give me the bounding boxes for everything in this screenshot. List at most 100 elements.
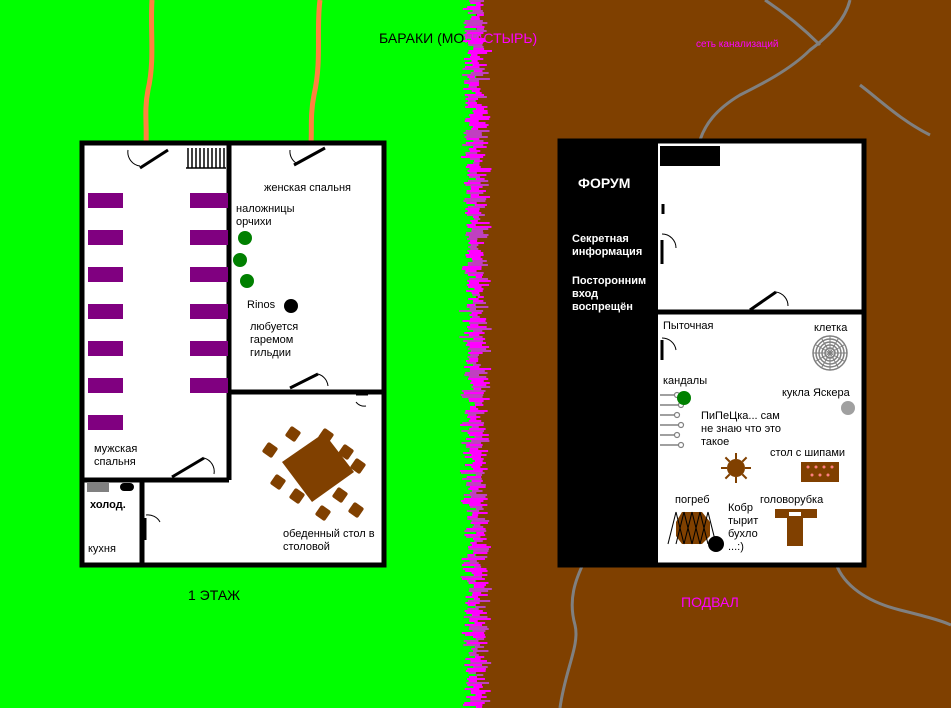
fuzz-strip <box>465 270 477 272</box>
bed-right <box>190 378 228 393</box>
chair <box>332 487 348 503</box>
fuzz-strip <box>471 572 483 574</box>
title-part-2: НАСТЫРЬ) <box>464 30 538 46</box>
fuzz-strip <box>459 310 484 312</box>
fuzz-strip <box>462 8 481 10</box>
cobra-label: Кобр тырит бухло ...:) <box>728 502 759 553</box>
bed-left <box>88 267 123 282</box>
fuzz-strip <box>460 576 482 578</box>
fuzz-strip <box>466 696 487 698</box>
fuzz-strip <box>462 568 487 570</box>
fuzz-strip <box>464 36 479 38</box>
fuzz-strip <box>467 100 476 102</box>
fuzz-strip <box>465 372 488 374</box>
fuzz-strip <box>474 656 485 658</box>
bed-right <box>190 230 228 245</box>
spike <box>830 465 834 469</box>
fuzz-strip <box>470 188 480 190</box>
fuzz-strip <box>473 598 480 600</box>
fuzz-strip <box>467 362 477 364</box>
fuzz-strip <box>469 158 480 160</box>
doll-marker <box>841 401 855 415</box>
female-bedroom-label: женская спальня <box>264 182 351 194</box>
road-left <box>143 0 155 144</box>
fuzz-strip <box>474 566 482 568</box>
fuzz-strip <box>464 136 488 138</box>
fuzz-strip <box>463 132 482 134</box>
fuzz-strip <box>470 506 483 508</box>
table-top <box>282 433 354 502</box>
sun-ray <box>741 456 748 463</box>
fuzz-strip <box>475 638 485 640</box>
fuzz-strip <box>465 118 490 120</box>
fuzz-strip <box>464 82 480 84</box>
fuzz-strip <box>470 354 479 356</box>
fuzz-strip <box>473 574 488 576</box>
fuzz-strip <box>467 580 476 582</box>
title: БАРАКИ (МОНАСТЫРЬ) <box>379 30 538 46</box>
fuzz-strip <box>459 336 483 338</box>
spike <box>822 465 826 469</box>
fuzz-strip <box>468 398 490 400</box>
fuzz-strip <box>466 682 490 684</box>
beds <box>88 193 228 430</box>
fuzz-strip <box>467 180 489 182</box>
fuzz-strip <box>463 452 482 454</box>
fuzz-strip <box>464 20 483 22</box>
fuzz-strip <box>467 264 488 266</box>
fuzz-strip <box>473 650 489 652</box>
fuzz-strip <box>465 634 485 636</box>
fuzz-strip <box>472 514 479 516</box>
fuzz-strip <box>466 482 482 484</box>
fuzz-strip <box>461 442 482 444</box>
fuzz-strip <box>471 312 482 314</box>
fuzz-strip <box>463 704 483 706</box>
hatch-line <box>675 511 685 545</box>
fuzz-strip <box>467 356 478 358</box>
sun-ray <box>724 473 731 480</box>
fuzz-strip <box>466 284 490 286</box>
fuzz-strip <box>469 168 492 170</box>
rinos-marker <box>284 299 298 313</box>
shackle-ring <box>677 441 685 449</box>
fuzz-strip <box>472 228 489 230</box>
dining-table-label: обеденный стол в столовой <box>283 528 375 553</box>
fuzz-strip <box>472 216 479 218</box>
fuzz-strip <box>473 338 486 340</box>
fuzz-strip <box>462 266 482 268</box>
hatch-line <box>667 511 677 545</box>
fuzz-strip <box>467 226 492 228</box>
fuzz-strip <box>468 652 477 654</box>
fuzz-strip <box>466 306 489 308</box>
fuzz-strip <box>467 164 480 166</box>
fuzz-strip <box>466 536 481 538</box>
fuzz-strip <box>466 224 476 226</box>
fuzz-strip <box>466 214 485 216</box>
fuzz-strip <box>471 38 485 40</box>
fuzz-strip <box>464 80 479 82</box>
fuzz-strip <box>470 690 491 692</box>
fuzz-strip <box>467 6 481 8</box>
chair <box>348 502 364 518</box>
fuzz-strip <box>465 410 488 412</box>
bed-right <box>190 267 228 282</box>
fuzz-strip <box>471 292 480 294</box>
fuzz-strip <box>471 454 487 456</box>
fuzz-strip <box>473 330 483 332</box>
chair <box>318 428 334 444</box>
fuzz-strip <box>464 456 481 458</box>
fuzz-strip <box>461 558 486 560</box>
fuzz-strip <box>467 556 488 558</box>
fuzz-strip <box>469 654 479 656</box>
fuzz-strip <box>465 154 486 156</box>
fuzz-strip <box>472 462 486 464</box>
fuzz-strip <box>469 400 484 402</box>
fuzz-strip <box>465 438 489 440</box>
fuzz-strip <box>468 376 487 378</box>
fuzz-strip <box>466 304 476 306</box>
fuzz-strip <box>472 512 488 514</box>
kitchen-label: кухня <box>88 543 116 555</box>
spike <box>814 465 818 469</box>
fuzz-strip <box>468 590 489 592</box>
